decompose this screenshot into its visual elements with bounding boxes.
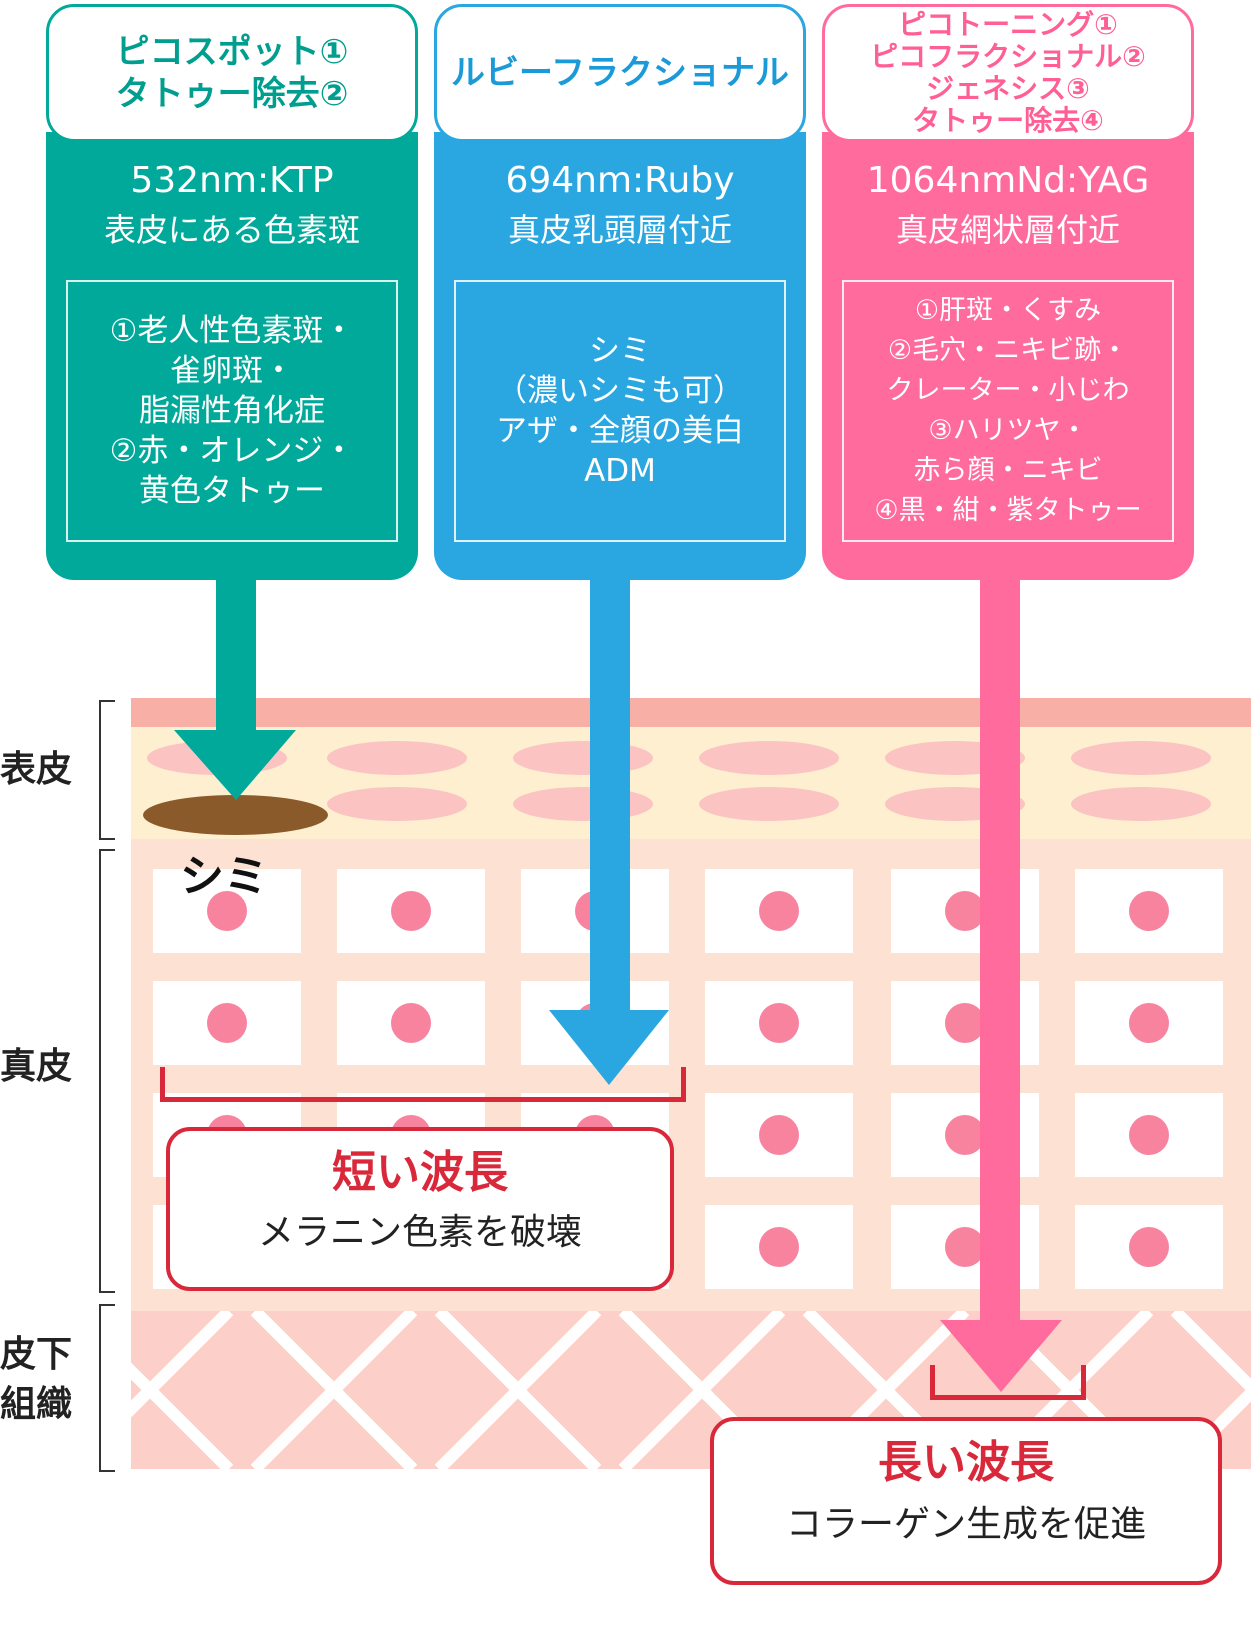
spot-label: シミ: [180, 851, 268, 902]
ruby-arrow-shaft: [590, 575, 630, 1015]
epidermis-brace: [99, 700, 115, 840]
ndyag-arrow-shaft: [980, 575, 1020, 1325]
ruby-card-body: 694nm:Ruby 真皮乳頭層付近 シミ （濃いシミも可） アザ・全顔の美白 …: [434, 132, 806, 580]
ktp-arrow-shaft: [216, 575, 256, 735]
ndyag-card-title: ピコトーニング① ピコフラクショナル② ジェネシス③ タトゥー除去④: [822, 4, 1194, 142]
ktp-card-body: 532nm:KTP 表皮にある色素斑 ①老人性色素斑・ 雀卵斑・ 脂漏性角化症 …: [46, 132, 418, 580]
subcutis-label-line1: 皮下: [0, 1334, 73, 1375]
short-wave-title: 短い波長: [332, 1147, 508, 1198]
ndyag-indications: ①肝斑・くすみ ②毛穴・ニキビ跡・ クレーター・小じわ ③ハリツヤ・ 赤ら顔・ニ…: [842, 280, 1174, 542]
skin-surface: [131, 698, 1251, 727]
subcutis-label-line2: 組織: [0, 1384, 73, 1425]
ktp-card-title: ピコスポット① タトゥー除去②: [46, 4, 418, 142]
dermis-label: 真皮: [0, 1046, 73, 1087]
ruby-wavelength: 694nm:Ruby: [505, 160, 735, 201]
long-wave-bracket: [930, 1365, 1086, 1400]
ndyag-card-body: 1064nmNd:YAG 真皮網状層付近 ①肝斑・くすみ ②毛穴・ニキビ跡・ ク…: [822, 132, 1194, 580]
ktp-arrow-head: [174, 730, 296, 800]
epidermis-label: 表皮: [0, 749, 73, 790]
short-wave-callout: 短い波長 メラニン色素を破壊: [166, 1127, 674, 1291]
long-wave-desc: コラーゲン生成を促進: [785, 1504, 1146, 1545]
ruby-card-title: ルビーフラクショナル: [434, 4, 806, 142]
ruby-arrow-head: [549, 1010, 669, 1085]
ndyag-depth: 真皮網状層付近: [895, 211, 1120, 249]
subcutis-brace: [99, 1304, 115, 1472]
ruby-depth: 真皮乳頭層付近: [507, 211, 732, 249]
ndyag-wavelength: 1064nmNd:YAG: [866, 160, 1150, 201]
short-wave-bracket: [160, 1067, 686, 1102]
ndyag-arrow-head: [940, 1320, 1062, 1392]
ktp-wavelength: 532nm:KTP: [130, 160, 334, 201]
dermis-brace: [99, 849, 115, 1293]
ktp-indications: ①老人性色素斑・ 雀卵斑・ 脂漏性角化症 ②赤・オレンジ・ 黄色タトゥー: [66, 280, 398, 542]
ruby-indications: シミ （濃いシミも可） アザ・全顔の美白 ADM: [454, 280, 786, 542]
long-wave-callout: 長い波長 コラーゲン生成を促進: [710, 1417, 1222, 1585]
epidermis-layer: [131, 727, 1251, 839]
long-wave-title: 長い波長: [878, 1437, 1054, 1488]
short-wave-desc: メラニン色素を破壊: [257, 1212, 582, 1253]
pigment-spot: [143, 795, 328, 835]
ktp-depth: 表皮にある色素斑: [103, 211, 360, 249]
